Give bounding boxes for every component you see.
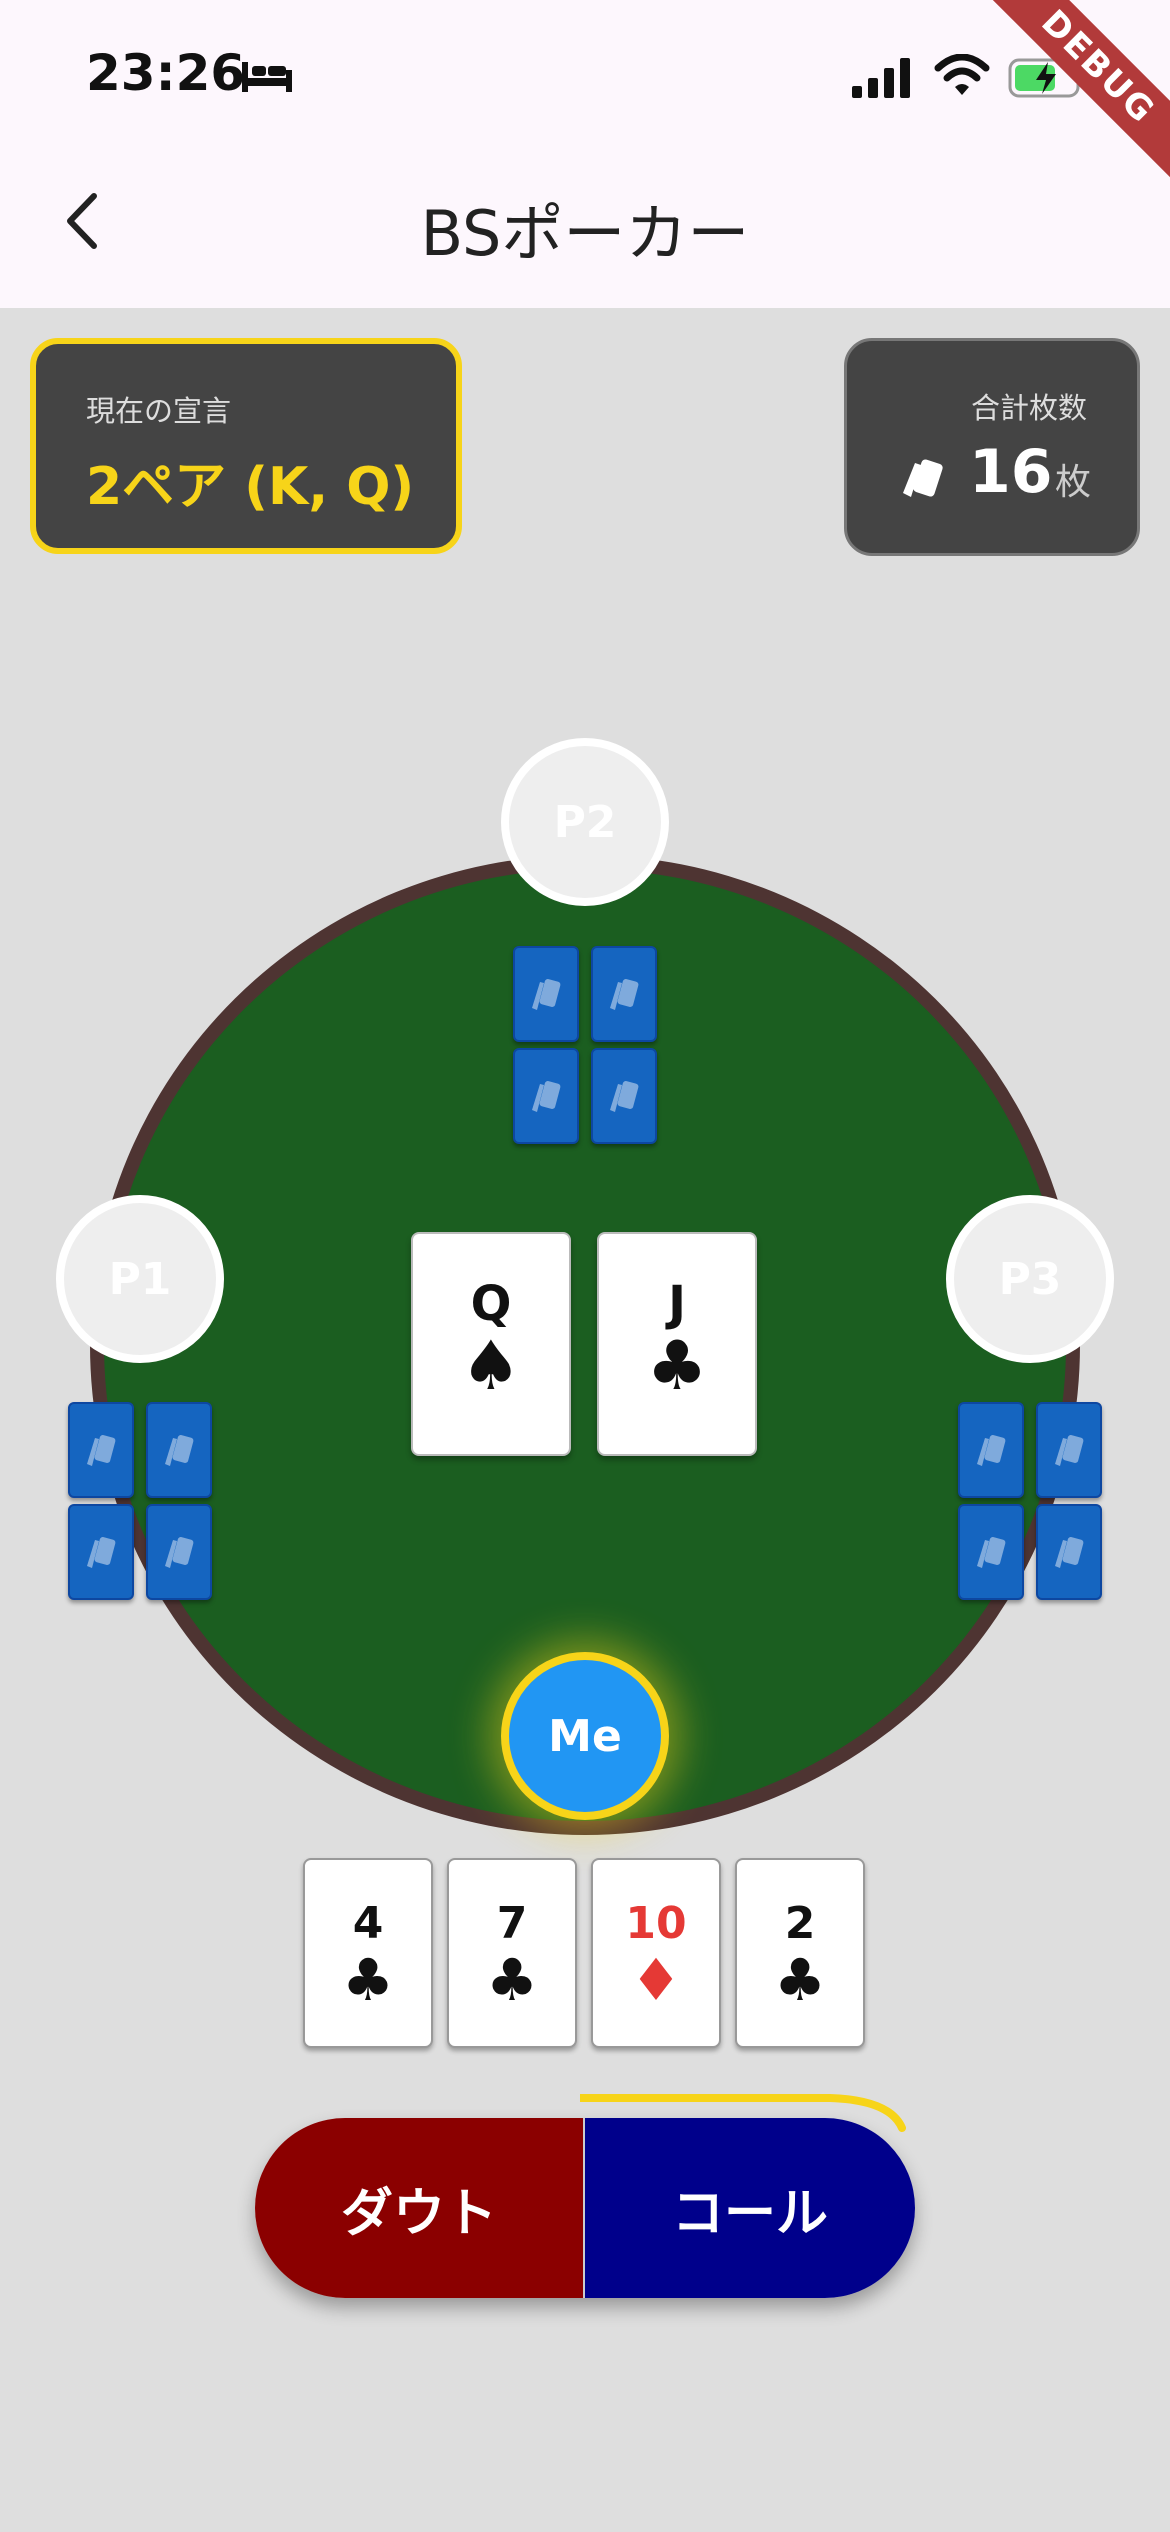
cell-signal-icon <box>852 58 910 98</box>
p2-facedown-card <box>513 1048 579 1144</box>
total-count: 16 <box>969 437 1053 507</box>
card-back-icon <box>1055 1435 1084 1466</box>
declaration-value: 2ペア (K, Q) <box>86 457 415 517</box>
current-declaration-box: 現在の宣言 2ペア (K, Q) <box>30 338 462 554</box>
card-rank: 10 <box>625 1898 687 1949</box>
declaration-label: 現在の宣言 <box>86 394 232 428</box>
p3-facedown-card <box>958 1402 1024 1498</box>
hand-card[interactable]: 10 ♦ <box>591 1858 721 2048</box>
card-back-icon <box>610 1081 639 1112</box>
status-time: 23:26 <box>86 44 246 102</box>
wifi-icon <box>934 54 990 95</box>
card-rank: 4 <box>352 1898 384 1949</box>
p1-facedown-card <box>68 1504 134 1600</box>
card-back-icon <box>532 1081 561 1112</box>
total-count-box: 合計枚数 16 枚 <box>844 338 1140 556</box>
player-p2-avatar: P2 <box>501 738 669 906</box>
card-rank: 7 <box>496 1898 528 1949</box>
total-label: 合計枚数 <box>970 391 1087 425</box>
page-title: BSポーカー <box>420 197 750 270</box>
hand-card[interactable]: 7 ♣ <box>447 1858 577 2048</box>
club-suit-icon: ♣ <box>486 1946 538 2014</box>
sleep-bed-icon <box>242 62 292 92</box>
diamond-suit-icon: ♦ <box>630 1946 682 2014</box>
p1-facedown-card <box>68 1402 134 1498</box>
doubt-button[interactable]: ダウト <box>255 2118 585 2298</box>
card-rank: Q <box>470 1276 512 1332</box>
club-suit-icon: ♣ <box>342 1946 394 2014</box>
center-card: J ♣ <box>597 1232 757 1456</box>
p2-facedown-card <box>591 946 657 1042</box>
call-button[interactable]: コール <box>585 2118 915 2298</box>
hand-card[interactable]: 2 ♣ <box>735 1858 865 2048</box>
card-back-icon <box>165 1537 194 1568</box>
p3-facedown-card <box>958 1504 1024 1600</box>
p1-facedown-card <box>146 1504 212 1600</box>
card-back-icon <box>977 1537 1006 1568</box>
action-button-group: ダウト コール <box>255 2118 915 2298</box>
p3-facedown-card <box>1036 1402 1102 1498</box>
player-p1-avatar: P1 <box>56 1195 224 1363</box>
card-back-icon <box>532 979 561 1010</box>
card-back-icon <box>87 1435 116 1466</box>
card-back-icon <box>165 1435 194 1466</box>
club-suit-icon: ♣ <box>774 1946 826 2014</box>
back-arrow-icon[interactable] <box>52 186 122 256</box>
card-rank: J <box>668 1276 686 1332</box>
hand-card[interactable]: 4 ♣ <box>303 1858 433 2048</box>
player-me-avatar: Me <box>501 1652 669 1820</box>
spade-suit-icon: ♠ <box>460 1327 522 1406</box>
card-back-icon <box>977 1435 1006 1466</box>
total-unit: 枚 <box>1055 462 1092 503</box>
p2-facedown-card <box>513 946 579 1042</box>
club-suit-icon: ♣ <box>646 1327 708 1406</box>
card-rank: 2 <box>784 1898 816 1949</box>
p2-facedown-card <box>591 1048 657 1144</box>
card-back-icon <box>87 1537 116 1568</box>
top-bar: 23:26 DEBUG BSポーカー <box>0 0 1170 308</box>
cards-icon <box>903 459 943 497</box>
player-p3-avatar: P3 <box>946 1195 1114 1363</box>
call-highlight-arc <box>580 2094 906 2132</box>
card-back-icon <box>1055 1537 1084 1568</box>
card-back-icon <box>610 979 639 1010</box>
p3-facedown-card <box>1036 1504 1102 1600</box>
p1-facedown-card <box>146 1402 212 1498</box>
center-card: Q ♠ <box>411 1232 571 1456</box>
